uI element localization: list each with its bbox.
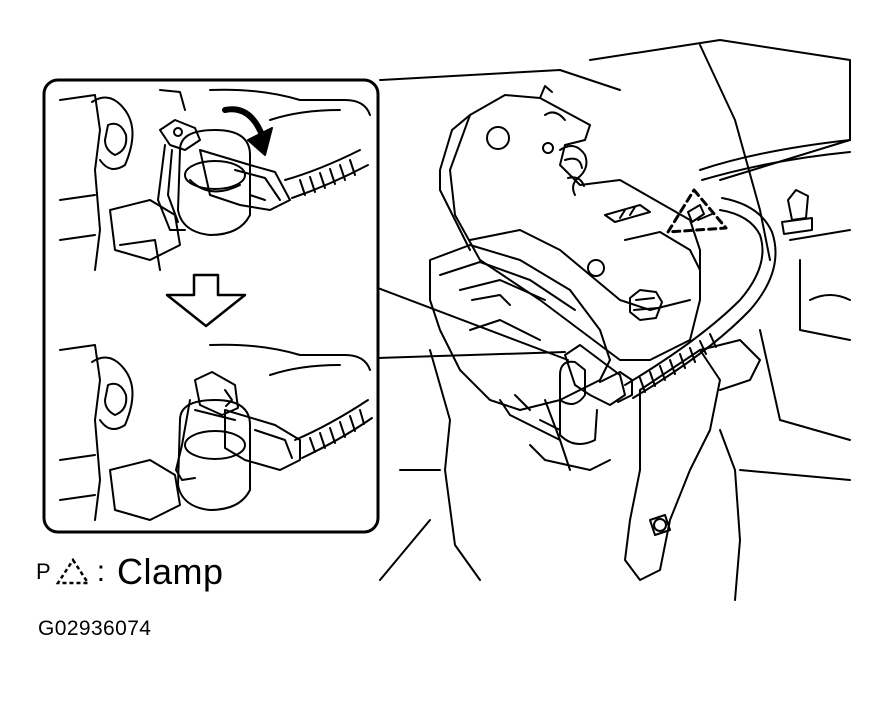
legend-separator: : [96, 555, 106, 588]
callout-lines [377, 287, 569, 361]
inset-detail-box [42, 78, 380, 534]
inset-after-view [59, 343, 373, 521]
legend-prefix: P [36, 559, 51, 584]
down-arrow [165, 273, 247, 328]
main-engine-view [379, 39, 851, 601]
legend: P : Clamp [36, 548, 224, 596]
inset-before-view [59, 88, 371, 271]
wire-harness [624, 197, 777, 399]
legend-label: Clamp [117, 551, 224, 592]
dashed-triangle-clamp-icon [55, 557, 90, 585]
figure-id: G02936074 [38, 617, 152, 640]
